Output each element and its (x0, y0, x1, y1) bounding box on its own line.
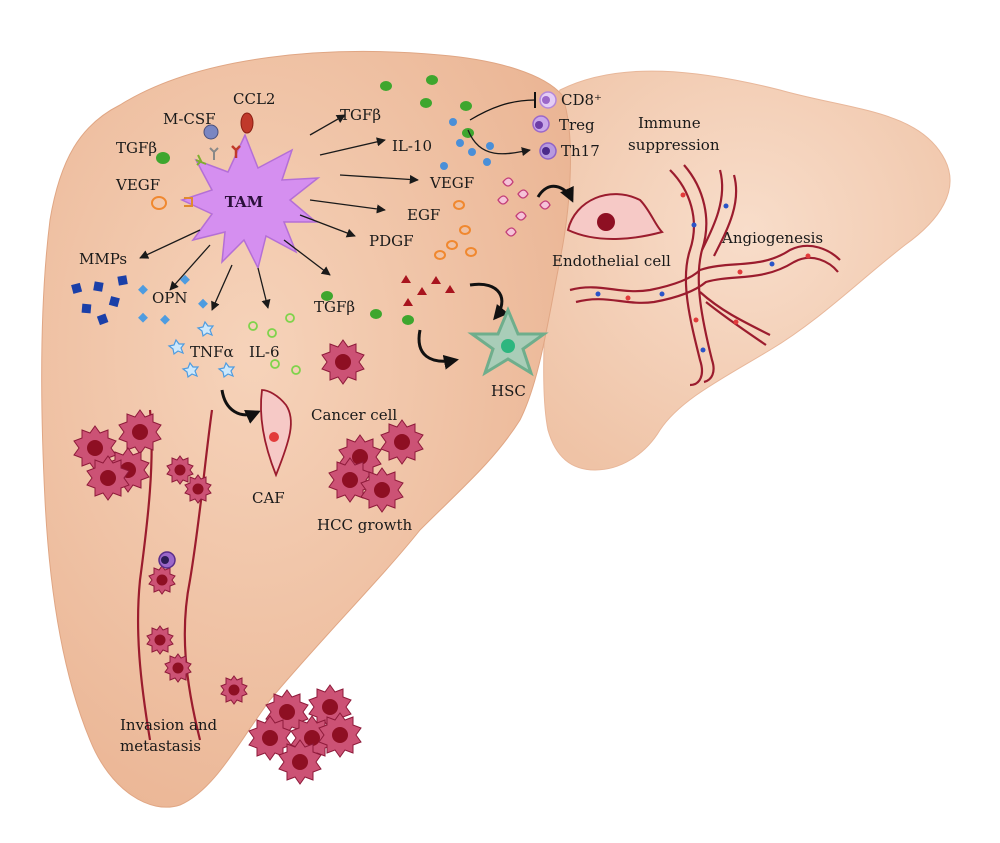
hsc-nucleus (501, 339, 515, 353)
tgfb-top-icons (380, 75, 474, 138)
opn-icons (138, 274, 208, 325)
arrow-to-tnfa (211, 264, 233, 311)
liver-right-lobe (543, 70, 951, 471)
curved-arrow-to-hsc (469, 282, 509, 321)
il6-icons (248, 313, 301, 375)
il10-icons (440, 118, 494, 170)
tgfb-mid-icon (402, 315, 414, 325)
tgfb-mid-label: TGFβ (314, 298, 355, 316)
arrow-to-tgfb-top (309, 114, 346, 136)
il6-label: IL-6 (249, 343, 280, 361)
arrow-to-tgfb-mid (283, 239, 331, 276)
th17-cell-icon (539, 142, 557, 160)
egf-icons (434, 200, 477, 260)
treg-label: Treg (559, 116, 595, 134)
arrow-to-il10 (319, 137, 386, 156)
ccl2-label: CCL2 (233, 90, 275, 108)
immune-cell-in-vessel-icon (158, 551, 176, 569)
mcsf-label: M-CSF (163, 110, 216, 128)
caf-nucleus (269, 432, 279, 442)
curved-arrow-from-tgfb-to-hsc (417, 329, 459, 370)
vegf-left-label: VEGF (115, 176, 160, 194)
opn-label: OPN (152, 289, 188, 307)
receptor-icon (184, 197, 193, 207)
cd8-cell-icon (539, 91, 557, 109)
vegf-right-label: VEGF (429, 174, 474, 192)
arrow-to-vegf-right (339, 174, 419, 185)
mcsf-icon (203, 124, 219, 140)
caf-label: CAF (252, 489, 285, 507)
ccl2-icon (240, 112, 254, 134)
receptor-icon (231, 145, 241, 158)
hcc-growth-label: HCC growth (317, 516, 412, 534)
receptor-icon (209, 147, 219, 160)
cd8-label: CD8⁺ (561, 91, 602, 109)
tgfb-mid-icon (321, 291, 333, 301)
cancer-cell-label: Cancer cell (311, 406, 397, 424)
invasion-label-line1: Invasion and (120, 716, 218, 734)
blood-cells (595, 192, 811, 353)
arrow-to-egf (309, 199, 386, 214)
arrow-to-pdgf (299, 214, 356, 238)
endothelial-cell-icon (566, 193, 664, 240)
liver-left-lobe (41, 51, 571, 808)
tgfb-left-label: TGFβ (116, 139, 157, 157)
hsc-label: HSC (491, 382, 526, 400)
tgfb-mid-icon (370, 309, 382, 319)
invasion-vessels (136, 409, 214, 741)
vegf-left-icon (151, 196, 167, 210)
inhibit-line (469, 99, 536, 121)
arrow-to-mmps (139, 229, 201, 259)
tnfa-icons (167, 320, 236, 379)
tnfa-label: TNFα (190, 343, 234, 361)
arrow-to-opn (169, 244, 211, 291)
th17-label: Th17 (561, 142, 600, 160)
mmps-icons (71, 275, 128, 326)
treg-cell-icon (532, 115, 550, 133)
tam-label: TAM (225, 193, 264, 211)
curved-arrow-to-endothelial (536, 185, 574, 203)
invasion-label-line2: metastasis (120, 737, 201, 755)
endothelial-label: Endothelial cell (552, 252, 671, 270)
vegf-right-icons (497, 177, 551, 237)
mmps-label: MMPs (79, 250, 127, 268)
angiogenesis-label: Angiogenesis (721, 229, 823, 247)
tgfb-left-icon (156, 152, 170, 164)
endothelial-nucleus (597, 213, 615, 231)
pdgf-triangle-icons (401, 275, 455, 306)
immune-suppression-line2: suppression (628, 136, 720, 154)
pdgf-label: PDGF (369, 232, 414, 250)
curved-arrow-to-caf (220, 389, 261, 424)
tgfb-top-label: TGFβ (340, 106, 381, 124)
arrow-to-th17 (467, 129, 531, 157)
egf-label: EGF (407, 206, 440, 224)
arrow-to-il6 (257, 267, 271, 309)
receptor-icon (195, 154, 207, 166)
il10-label: IL-10 (392, 137, 432, 155)
immune-suppression-line1: Immune (638, 114, 701, 132)
angiogenesis-vessels (569, 164, 841, 387)
